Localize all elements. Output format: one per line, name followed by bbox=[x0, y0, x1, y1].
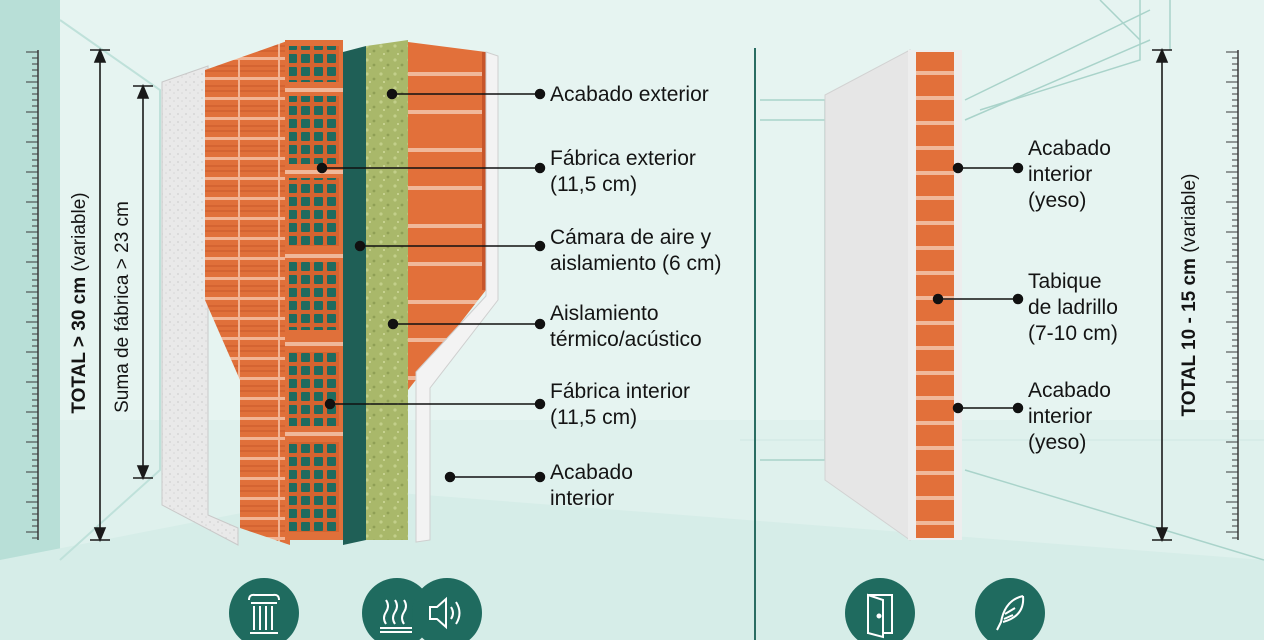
cavity-wall bbox=[161, 40, 499, 546]
fabric-sum-label: Suma de fábrica > 23 cm bbox=[112, 201, 133, 413]
label-exterior-brick: Fábrica exterior(11,5 cm) bbox=[550, 147, 696, 196]
speaker-sound-icon bbox=[412, 578, 482, 640]
label-interior-brick: Fábrica interior(11,5 cm) bbox=[550, 380, 691, 429]
right-ruler bbox=[1226, 50, 1239, 540]
total-thickness-left-label: TOTAL > 30 cm (variable) bbox=[69, 192, 90, 414]
label-exterior-finish: Acabado exterior bbox=[550, 83, 709, 106]
partition-wall bbox=[824, 49, 962, 541]
left-ruler bbox=[26, 50, 39, 540]
feather-icon bbox=[975, 578, 1045, 640]
total-thickness-right-label: TOTAL 10 - 15 cm (variable) bbox=[1179, 173, 1200, 417]
column-icon bbox=[229, 578, 299, 640]
door-icon bbox=[845, 578, 915, 640]
